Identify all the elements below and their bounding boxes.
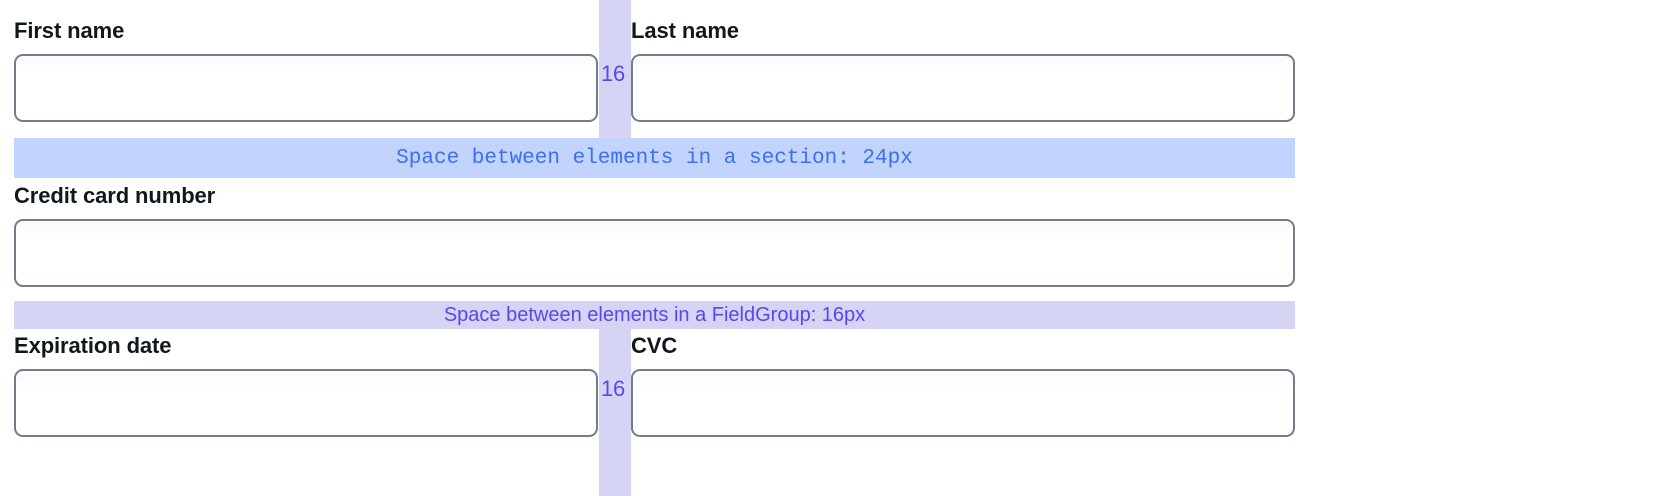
- gutter-row3: [599, 329, 631, 496]
- gutter-label-row3: 16: [601, 376, 626, 401]
- field-first-name: First name: [14, 18, 598, 122]
- field-label-credit-card-number: Credit card number: [14, 183, 1295, 209]
- field-label-first-name: First name: [14, 18, 598, 44]
- annotation-band-section: Space between elements in a section: 24p…: [14, 138, 1295, 178]
- field-cvc: CVC: [631, 333, 1295, 437]
- field-label-last-name: Last name: [631, 18, 1295, 44]
- input-credit-card-number[interactable]: [14, 219, 1295, 287]
- gutter-label-row1: 16: [601, 61, 626, 86]
- annotation-band-section-text: Space between elements in a section: 24p…: [396, 146, 913, 170]
- field-last-name: Last name: [631, 18, 1295, 122]
- field-label-expiration-date: Expiration date: [14, 333, 598, 359]
- field-expiration-date: Expiration date: [14, 333, 598, 437]
- input-expiration-date[interactable]: [14, 369, 598, 437]
- annotation-band-fieldgroup: Space between elements in a FieldGroup: …: [14, 301, 1295, 329]
- gutter-row1: [599, 0, 631, 143]
- input-first-name[interactable]: [14, 54, 598, 122]
- field-credit-card-number: Credit card number: [14, 183, 1295, 287]
- input-last-name[interactable]: [631, 54, 1295, 122]
- input-cvc[interactable]: [631, 369, 1295, 437]
- annotation-band-fieldgroup-text: Space between elements in a FieldGroup: …: [443, 304, 866, 326]
- field-label-cvc: CVC: [631, 333, 1295, 359]
